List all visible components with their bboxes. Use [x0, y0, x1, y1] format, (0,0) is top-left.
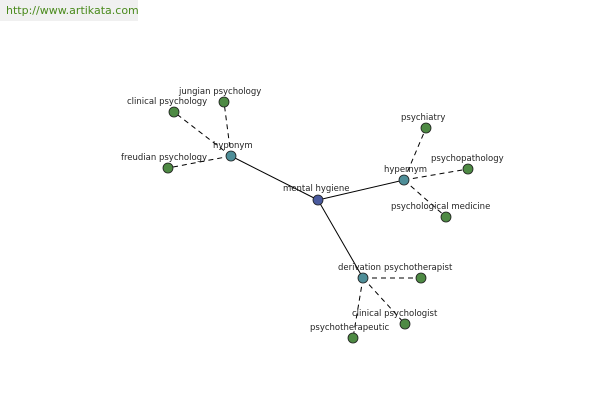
- label-psychiatry[interactable]: psychiatry: [401, 113, 445, 123]
- node-hypernym[interactable]: [398, 174, 410, 186]
- nodes: [162, 96, 474, 344]
- node-jungian-psychology[interactable]: [218, 96, 230, 108]
- node-root[interactable]: [312, 194, 324, 206]
- label-freudian-psychology[interactable]: freudian psychology: [121, 153, 207, 163]
- edge-derivation-clinical-psychologist: [362, 277, 406, 325]
- node-derivation[interactable]: [357, 272, 369, 284]
- label-psychological-medicine[interactable]: psychological medicine: [391, 202, 490, 212]
- node-psychiatry[interactable]: [420, 122, 432, 134]
- edge-root-hypernym: [317, 179, 405, 201]
- node-clinical-psychologist[interactable]: [399, 318, 411, 330]
- label-hyponym[interactable]: hyponym: [213, 141, 253, 151]
- label-derivation[interactable]: derivation: [338, 263, 381, 273]
- node-psychotherapeutic[interactable]: [347, 332, 359, 344]
- edge-hyponym-clinical-psychology: [173, 111, 232, 157]
- label-hypernym[interactable]: hypernym: [384, 165, 427, 175]
- label-psychotherapist[interactable]: psychotherapist: [384, 263, 453, 273]
- labels: mental hygiene hyponym hypernym derivati…: [121, 87, 504, 333]
- edge-root-hyponym: [230, 155, 319, 201]
- label-psychotherapeutic[interactable]: psychotherapeutic: [310, 323, 389, 333]
- node-clinical-psychology[interactable]: [168, 106, 180, 118]
- site-url-link[interactable]: http://www.artikata.com: [0, 0, 139, 21]
- edge-hyponym-jungian-psychology: [223, 101, 232, 157]
- edge-hypernym-psychopathology: [403, 168, 469, 181]
- label-clinical-psychology[interactable]: clinical psychology: [127, 97, 207, 107]
- node-freudian-psychology[interactable]: [162, 162, 174, 174]
- edge-hypernym-psychological-medicine: [403, 179, 447, 218]
- label-clinical-psychologist[interactable]: clinical psychologist: [352, 309, 438, 319]
- edge-root-derivation: [317, 199, 364, 279]
- label-jungian-psychology[interactable]: jungian psychology: [178, 87, 261, 97]
- label-psychopathology[interactable]: psychopathology: [431, 154, 504, 164]
- edges: [167, 101, 469, 339]
- label-root[interactable]: mental hygiene: [283, 184, 350, 194]
- edge-derivation-psychotherapeutic: [352, 277, 364, 339]
- node-psychotherapist[interactable]: [415, 272, 427, 284]
- edge-hypernym-psychiatry: [403, 127, 427, 181]
- node-psychological-medicine[interactable]: [440, 211, 452, 223]
- node-hyponym[interactable]: [225, 150, 237, 162]
- edge-hyponym-freudian-psychology: [167, 155, 232, 169]
- node-psychopathology[interactable]: [462, 163, 474, 175]
